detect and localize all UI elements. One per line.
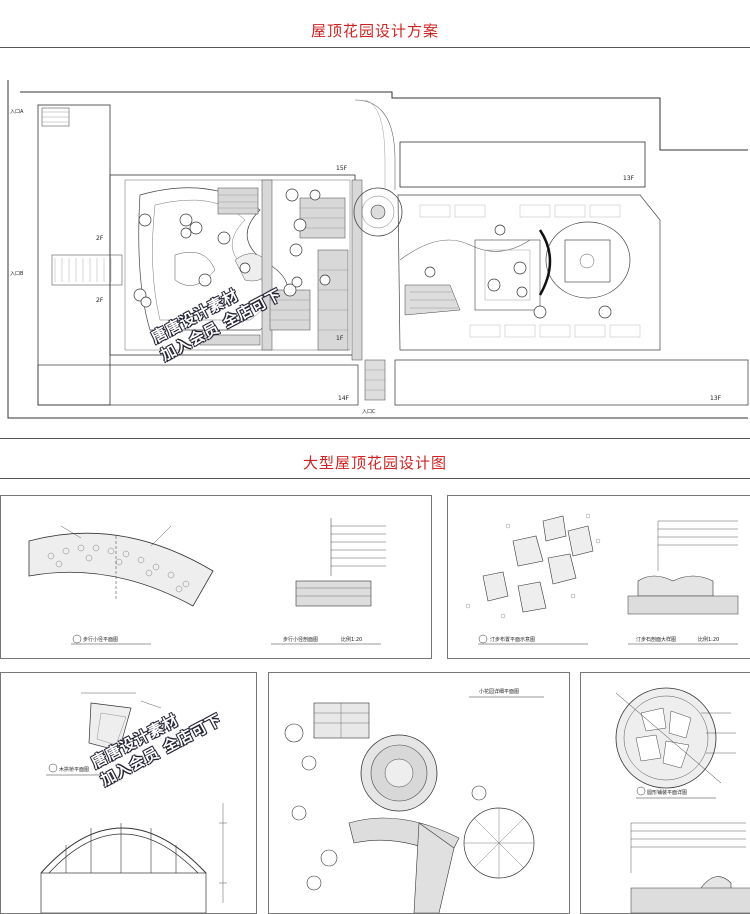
section-divider xyxy=(0,438,750,439)
entrance-label-w: 入口B xyxy=(10,271,24,277)
detail-panel-round-paving: 圆形铺装平面详图 xyxy=(580,672,750,914)
panel1-section-caption: 步行小径剖面图 xyxy=(283,636,318,643)
panel3-caption: 木拱桥平面图 xyxy=(59,766,89,773)
panel2-section-caption: 汀步石剖面大样图 xyxy=(636,636,676,643)
detail-panel-small-garden: 小花园详细平面图 xyxy=(268,672,570,914)
floor-label-13f-top: 13F xyxy=(623,175,635,182)
heading-divider-top xyxy=(0,47,750,48)
panel4-caption: 小花园详细平面图 xyxy=(479,688,519,695)
detail-panel-path: 步行小径平面图 步行小径剖面图 比例1:20 xyxy=(0,495,432,659)
floor-label-2f-b: 2F xyxy=(96,297,104,304)
floor-label-13f-bottom: 13F xyxy=(710,395,722,402)
panel1-scale: 比例1:20 xyxy=(341,636,362,643)
floor-label-2f-a: 2F xyxy=(96,235,104,242)
detail-panel-bridge: 木拱桥平面图 xyxy=(0,672,257,914)
panel1-caption: 步行小径平面图 xyxy=(83,636,118,643)
floor-label-15f: 15F xyxy=(336,165,348,172)
floor-label-14f: 14F xyxy=(338,395,350,402)
entrance-label-nw: 入口A xyxy=(10,109,24,115)
panel2-scale: 比例1:20 xyxy=(698,636,719,643)
floor-label-1f: 1F xyxy=(336,335,344,342)
heading-divider-mid xyxy=(0,478,750,479)
page-heading-mid: 大型屋顶花园设计图 xyxy=(302,454,447,472)
entrance-label-s: 入口C xyxy=(362,409,376,415)
site-plan: 13F 15F 2F 2F 1F 14F 13F 入口A 入口B 入口C xyxy=(0,80,750,425)
panel2-caption: 汀步布置平面示意图 xyxy=(490,636,535,643)
panel5-caption: 圆形铺装平面详图 xyxy=(647,789,687,796)
page-heading-top: 屋顶花园设计方案 xyxy=(310,22,439,40)
detail-panel-stepping-stones: 汀步布置平面示意图 汀步石剖面大样图 比例1:20 xyxy=(447,495,750,659)
